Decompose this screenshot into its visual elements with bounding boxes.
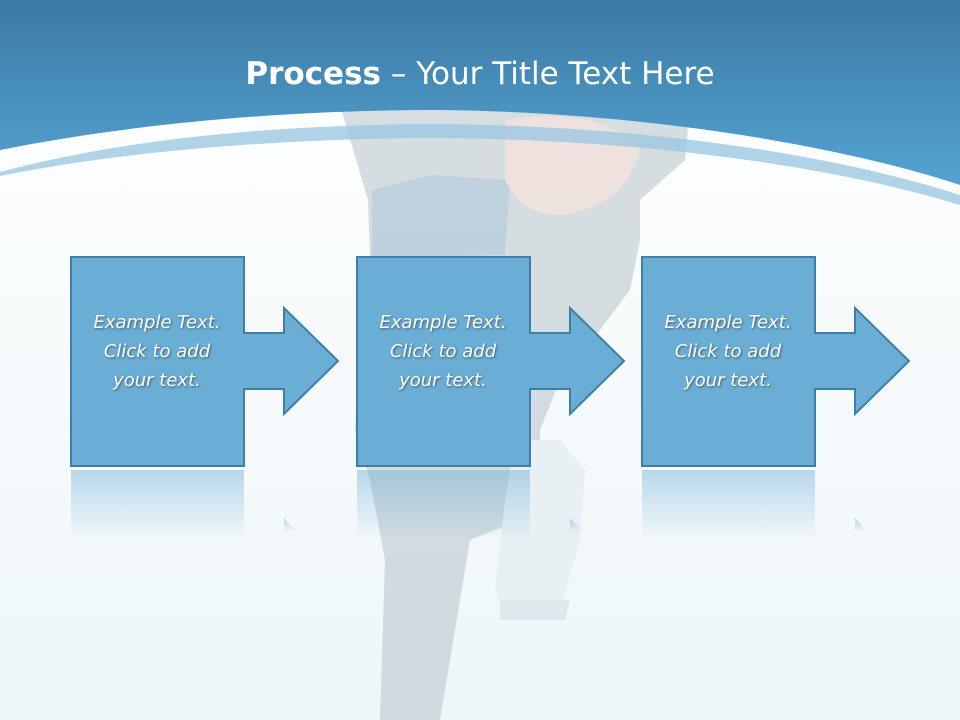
step-line-3: your text.	[684, 370, 772, 391]
process-step-1[interactable]: Example Text. Click to add your text.	[70, 256, 345, 468]
title-rest: – Your Title Text Here	[381, 56, 715, 92]
process-step-2[interactable]: Example Text. Click to add your text.	[356, 256, 631, 468]
step-text: Example Text. Click to add your text.	[356, 308, 530, 395]
header-band	[0, 0, 960, 185]
step-line-2: Click to add	[389, 341, 497, 362]
step-text: Example Text. Click to add your text.	[641, 308, 815, 395]
header-swoosh	[0, 124, 960, 205]
step-line-2: Click to add	[674, 341, 782, 362]
process-step-3[interactable]: Example Text. Click to add your text.	[641, 256, 916, 468]
step-line-3: your text.	[399, 370, 487, 391]
step-line-1: Example Text.	[379, 312, 507, 333]
arrow-box-shape	[641, 256, 911, 467]
step-line-1: Example Text.	[93, 312, 221, 333]
step-line-1: Example Text.	[664, 312, 792, 333]
step-text: Example Text. Click to add your text.	[70, 308, 244, 395]
slide-title[interactable]: Process – Your Title Text Here	[0, 52, 960, 96]
step-1-reflection	[71, 470, 295, 540]
step-2-reflection	[357, 470, 581, 540]
step-line-2: Click to add	[103, 341, 211, 362]
arrow-box-shape	[70, 256, 340, 467]
step-3-reflection	[642, 470, 866, 540]
step-line-3: your text.	[113, 370, 201, 391]
arrow-box-shape	[356, 256, 626, 467]
title-bold: Process	[245, 56, 381, 92]
